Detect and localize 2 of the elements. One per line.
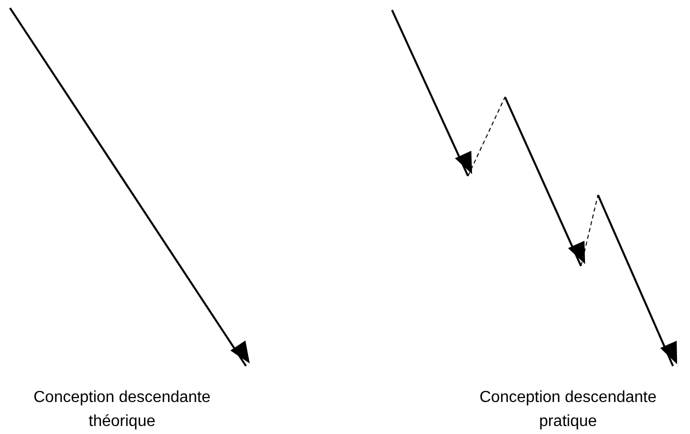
caption: Conception descendante théorique [32,388,212,432]
caption: Conception descendante pratique [478,388,658,432]
